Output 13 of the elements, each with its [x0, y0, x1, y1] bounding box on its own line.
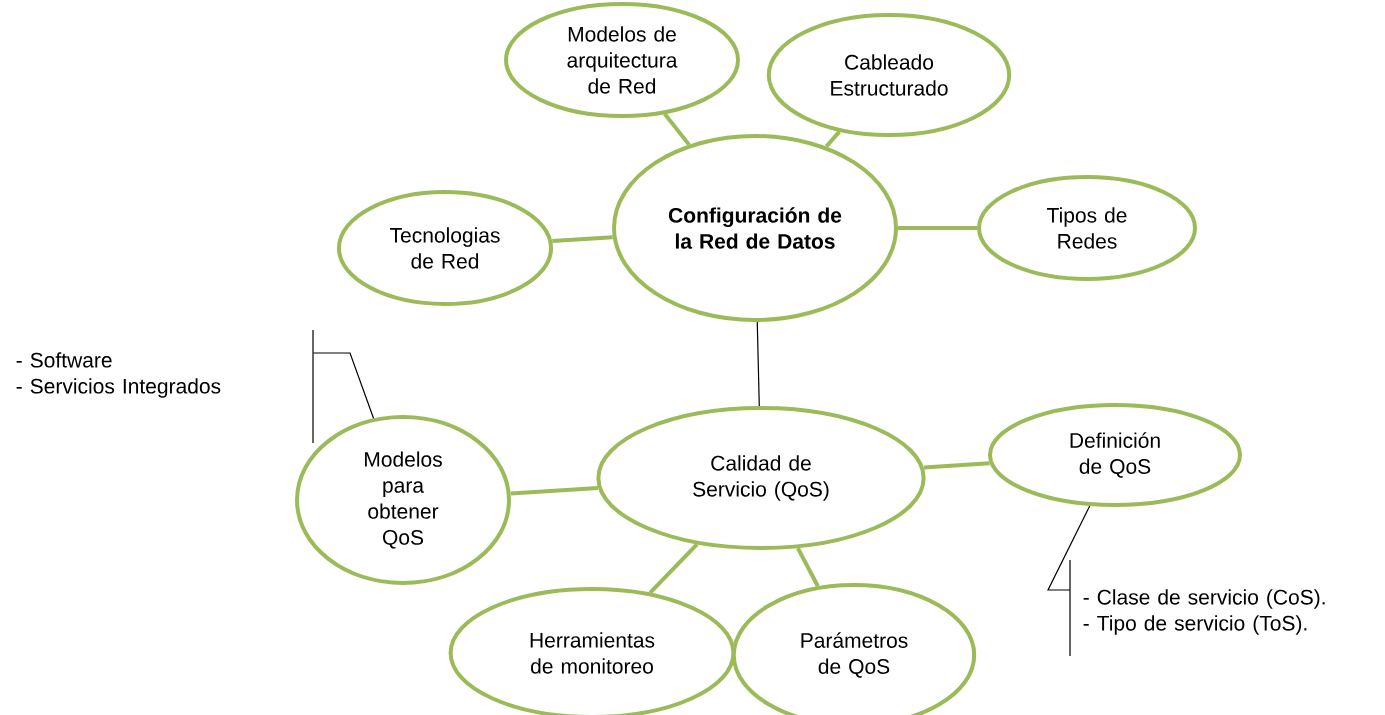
connector-line	[756, 321, 760, 407]
connector-line	[552, 235, 613, 244]
connector-line	[923, 461, 990, 470]
connector-line	[648, 542, 699, 595]
leader-line	[1047, 505, 1091, 591]
bullet-list: - Software - Servicios Integrados	[16, 352, 221, 398]
connector-line	[898, 226, 977, 230]
connector-line	[663, 112, 691, 146]
connector-line	[510, 486, 599, 496]
connector-line	[824, 130, 841, 148]
connector-line	[796, 547, 820, 588]
leader-line	[312, 352, 375, 419]
bullet-list: - Clase de servicio (CoS). - Tipo de servicio (ToS).	[1083, 589, 1325, 635]
